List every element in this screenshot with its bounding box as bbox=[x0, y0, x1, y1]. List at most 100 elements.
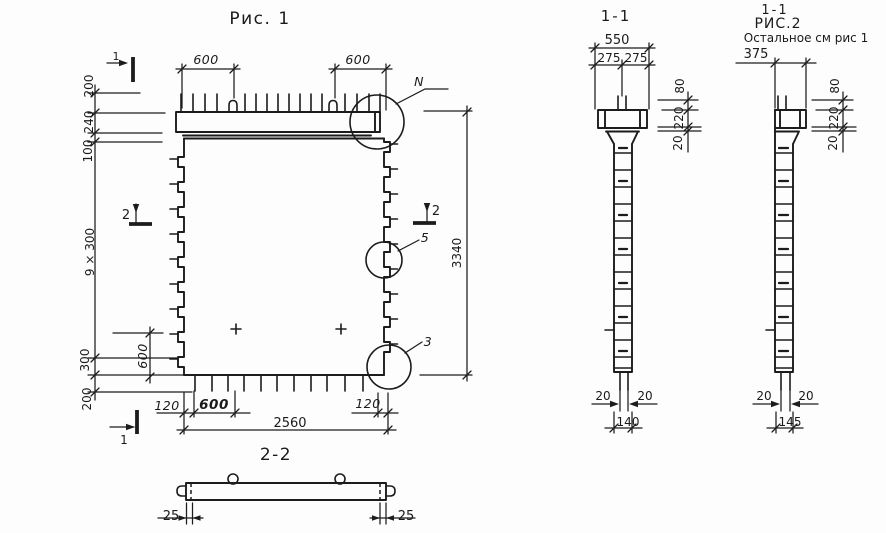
s11-chain-80: 80 bbox=[673, 78, 687, 93]
section-2-left-label: 2 bbox=[122, 208, 130, 223]
dim-120-left: 120 bbox=[154, 398, 179, 413]
chain-200-top: 200 bbox=[82, 75, 96, 98]
detail-label-n: N bbox=[414, 74, 424, 89]
fig2-dim-20-right: 20 bbox=[798, 389, 813, 403]
dim-120-right: 120 bbox=[355, 396, 380, 411]
fig2-dim-145: 145 bbox=[779, 415, 802, 429]
fig2-chain-220: 220 bbox=[827, 107, 841, 130]
dim-550: 550 bbox=[605, 33, 630, 48]
panel-joint-lip bbox=[182, 134, 385, 140]
detail-label-5: 5 bbox=[421, 230, 429, 245]
chain-100: 100 bbox=[81, 140, 95, 163]
fig2-shaft-segments bbox=[774, 152, 794, 369]
s11-head bbox=[597, 109, 648, 145]
fig1-title: Рис. 1 bbox=[229, 9, 290, 29]
fig2-chain-80: 80 bbox=[828, 78, 842, 93]
fig2-drawing: 1-1 РИС.2 Остальное см рис 1 375 20 20 1… bbox=[735, 3, 868, 434]
s11-key-dashes bbox=[617, 146, 629, 353]
panel-right-edge bbox=[383, 137, 391, 376]
s11-dowels-bottom bbox=[619, 371, 629, 391]
fig2-title: РИС.2 bbox=[754, 16, 801, 32]
fig2-note: Остальное см рис 1 bbox=[744, 31, 868, 45]
section-mark-lines bbox=[106, 62, 428, 428]
dim-25-left: 25 bbox=[163, 509, 180, 524]
dim-600-bottom: 600 bbox=[199, 397, 229, 413]
dim-3340: 3340 bbox=[450, 238, 464, 269]
section-1-1-drawing: 1-1 550 275 275 20 20 140 80 220 20 bbox=[588, 7, 702, 434]
center-cross-marks bbox=[230, 323, 347, 335]
detail-label-3: 3 bbox=[424, 334, 432, 349]
dim-2560: 2560 bbox=[273, 416, 306, 431]
fig2-bottom-ticks bbox=[771, 423, 798, 433]
fig2-dim-375: 375 bbox=[744, 47, 769, 62]
dim-600-top-right: 600 bbox=[345, 52, 370, 67]
dim-25-right: 25 bbox=[398, 509, 415, 524]
s11-shaft-segments bbox=[613, 152, 633, 369]
s11-bottom-dim-lines bbox=[591, 389, 658, 434]
s11-bottom-arrows bbox=[610, 400, 638, 408]
section-2-2-drawing: 2-2 25 25 bbox=[157, 445, 416, 525]
slab-joint-dashed bbox=[190, 483, 381, 500]
detail-circle-5 bbox=[365, 241, 403, 279]
slab-loop-right bbox=[334, 473, 346, 485]
section-1-top-label: 1 bbox=[113, 50, 120, 63]
fig2-dim-ticks-top bbox=[770, 58, 811, 68]
s11-chain-20: 20 bbox=[671, 135, 685, 150]
section-1-1-title: 1-1 bbox=[601, 7, 632, 25]
dim-275-right: 275 bbox=[625, 51, 648, 65]
chain-9x300: 9 × 300 bbox=[83, 228, 97, 276]
s11-chain-ticks bbox=[683, 95, 693, 136]
fig2-dim-lines-top bbox=[735, 57, 817, 109]
fig2-chain-lines bbox=[811, 91, 857, 153]
dim-600-vertical: 600 bbox=[135, 343, 150, 368]
fig2-head bbox=[774, 109, 807, 145]
fig2-dim-20-left: 20 bbox=[756, 389, 771, 403]
chain-200-bottom: 200 bbox=[80, 388, 94, 411]
detail-circle-n bbox=[349, 94, 405, 150]
fig1-drawing: Рис. 1 600 600 200 240 100 9 × 300 300 2… bbox=[78, 9, 473, 447]
fig2-key-dashes bbox=[777, 146, 790, 353]
s11-shaft bbox=[613, 143, 633, 373]
slab-end-tabs bbox=[176, 485, 396, 497]
slab-loop-left bbox=[227, 473, 239, 485]
fig2-bottom-arrows bbox=[771, 400, 800, 408]
s11-dim-20-right: 20 bbox=[637, 389, 652, 403]
top-rebar-dowels bbox=[180, 93, 381, 113]
lifting-loops bbox=[228, 99, 338, 113]
section-2-2-title: 2-2 bbox=[260, 445, 292, 465]
fig1-dimensions: 600 600 200 240 100 9 × 300 300 200 600 … bbox=[78, 52, 473, 435]
s11-chain-lines bbox=[657, 91, 702, 153]
detail-leader-lines bbox=[395, 88, 449, 354]
s11-dim-20-left: 20 bbox=[595, 389, 610, 403]
fig2-dowels-top bbox=[777, 95, 787, 111]
fig2-dowels-bottom bbox=[780, 371, 791, 391]
section-1-bottom-label: 1 bbox=[120, 433, 128, 447]
fig2-section-title: 1-1 bbox=[761, 3, 788, 18]
fig2-shaft bbox=[774, 109, 794, 373]
fig2-bottom-dim-lines bbox=[752, 389, 819, 434]
chain-300: 300 bbox=[78, 349, 92, 372]
section-mark-bars bbox=[129, 57, 436, 434]
section-2-2-dim-lines bbox=[157, 502, 416, 525]
panel-left-key-ticks bbox=[169, 158, 179, 360]
panel-left-edge bbox=[177, 137, 185, 376]
bottom-rebar-dowels bbox=[194, 374, 364, 392]
section-2-2-dim-arrows bbox=[178, 515, 394, 521]
s11-dim-140: 140 bbox=[617, 415, 640, 429]
s11-dim-ticks bbox=[590, 43, 654, 70]
fig1-detail-circles: N 5 3 bbox=[349, 74, 449, 390]
fig1-dim-lines bbox=[87, 63, 473, 435]
fig1-dim-ticks bbox=[90, 64, 472, 435]
detail-circle-3 bbox=[366, 344, 412, 390]
fig1-section-marks: 1 1 2 2 bbox=[106, 50, 440, 447]
s11-chain-220: 220 bbox=[672, 107, 686, 130]
dim-275-left: 275 bbox=[598, 51, 621, 65]
chain-240: 240 bbox=[82, 111, 96, 134]
s11-dowels-top bbox=[617, 95, 627, 111]
fig2-chain-20: 20 bbox=[826, 135, 840, 150]
dim-600-top-left: 600 bbox=[193, 52, 218, 67]
section-2-right-label: 2 bbox=[432, 204, 440, 219]
fig2-chain-ticks bbox=[838, 95, 848, 136]
